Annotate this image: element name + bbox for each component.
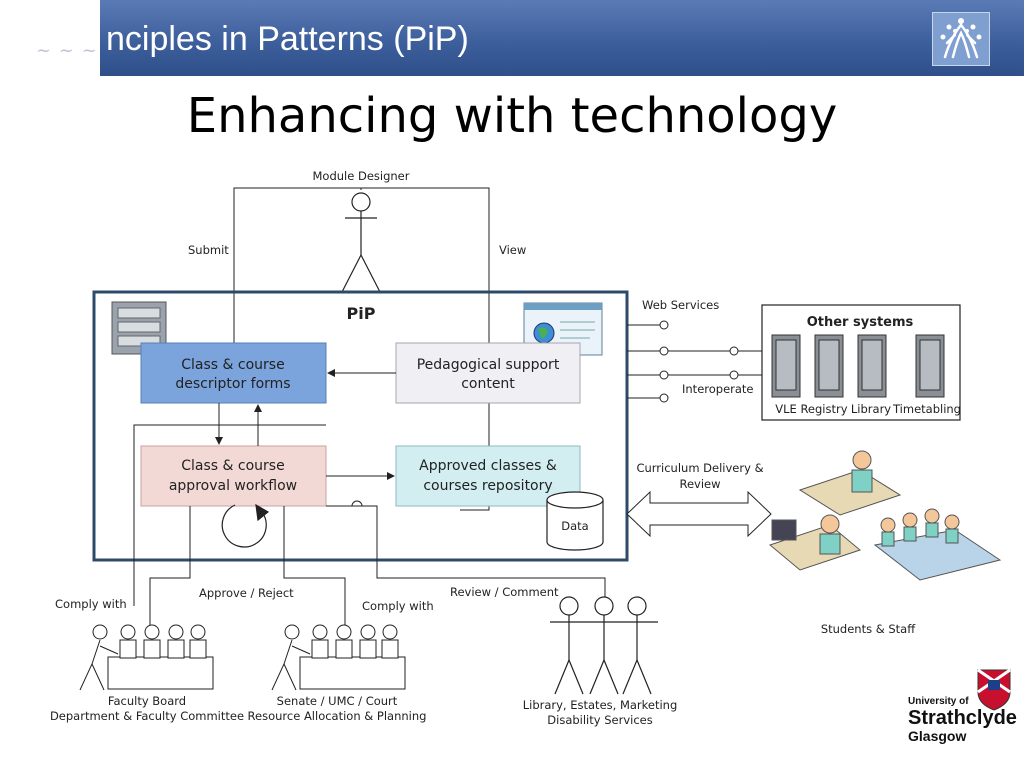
pedagogical-line2: content [461, 376, 515, 392]
students-staff-illustration [768, 450, 1002, 581]
system-vle: VLE [775, 402, 797, 416]
faculty-line1: Faculty Board [108, 694, 186, 708]
pedagogical-box [395, 342, 581, 404]
comply-with-left-label: Comply with [55, 597, 127, 611]
other-systems-title: Other systems [807, 315, 914, 330]
library-line1: Library, Estates, Marketing [523, 698, 678, 712]
senate-line1: Senate / UMC / Court [277, 694, 398, 708]
web-services-label: Web Services [642, 298, 719, 312]
review-comment-label: Review / Comment [450, 585, 559, 599]
descriptor-line2: descriptor forms [175, 376, 290, 392]
server-icons [771, 334, 945, 398]
header: ~ ~ ~ ~ nciples in Patterns (PiP) [0, 0, 1024, 76]
ghost-watermark: ~ ~ ~ ~ [36, 40, 121, 61]
library-staff-figures [550, 596, 658, 695]
module-designer-label: Module Designer [313, 169, 410, 183]
approved-line2: courses repository [423, 478, 552, 494]
approve-reject-label: Approve / Reject [199, 586, 294, 600]
senate-line2: Resource Allocation & Planning [248, 709, 427, 723]
curriculum-line2: Review [679, 477, 720, 491]
module-designer-connectors [233, 187, 490, 511]
university-logo: University of Strathclyde Glasgow [906, 666, 1018, 746]
approval-line2: approval workflow [169, 478, 297, 494]
univ-line1: University of [908, 696, 969, 707]
data-cylinder [546, 491, 604, 551]
system-timetabling: Timetabling [892, 402, 961, 416]
submit-label: Submit [188, 243, 229, 257]
system-registry: Registry [800, 402, 847, 416]
banner-title: nciples in Patterns (PiP) [106, 20, 469, 58]
pip-logo-icon [932, 12, 990, 66]
approval-line1: Class & course [181, 458, 284, 474]
title-banner: nciples in Patterns (PiP) [100, 0, 1024, 76]
univ-line2: Strathclyde [908, 707, 1017, 729]
university-crest-icon [977, 668, 1011, 711]
students-staff-label: Students & Staff [821, 622, 916, 636]
module-designer-figure [341, 192, 381, 293]
data-label: Data [561, 519, 588, 533]
slide-title: Enhancing with technology [186, 88, 838, 144]
approval-workflow-box [140, 445, 327, 507]
approved-line1: Approved classes & [419, 458, 557, 474]
view-label: View [499, 243, 526, 257]
curriculum-double-arrow [626, 490, 772, 538]
system-library: Library [851, 402, 891, 416]
descriptor-line1: Class & course [181, 357, 284, 373]
approved-repository-box [395, 445, 581, 507]
pip-container [92, 290, 629, 562]
interoperate-label: Interoperate [682, 382, 754, 396]
descriptor-forms-box [140, 342, 327, 404]
curriculum-line1: Curriculum Delivery & [636, 461, 763, 475]
pip-label: PiP [347, 304, 376, 323]
web-service-connectors [627, 320, 762, 403]
pedagogical-line1: Pedagogical support [417, 357, 560, 373]
faculty-committee-figures [79, 624, 214, 691]
univ-line3: Glasgow [908, 728, 966, 744]
faculty-line2: Department & Faculty Committee [50, 709, 244, 723]
senate-committee-figures [271, 624, 406, 691]
comply-with-right-label: Comply with [362, 599, 434, 613]
library-line2: Disability Services [547, 713, 652, 727]
workflow-cycle-icon [221, 503, 270, 548]
